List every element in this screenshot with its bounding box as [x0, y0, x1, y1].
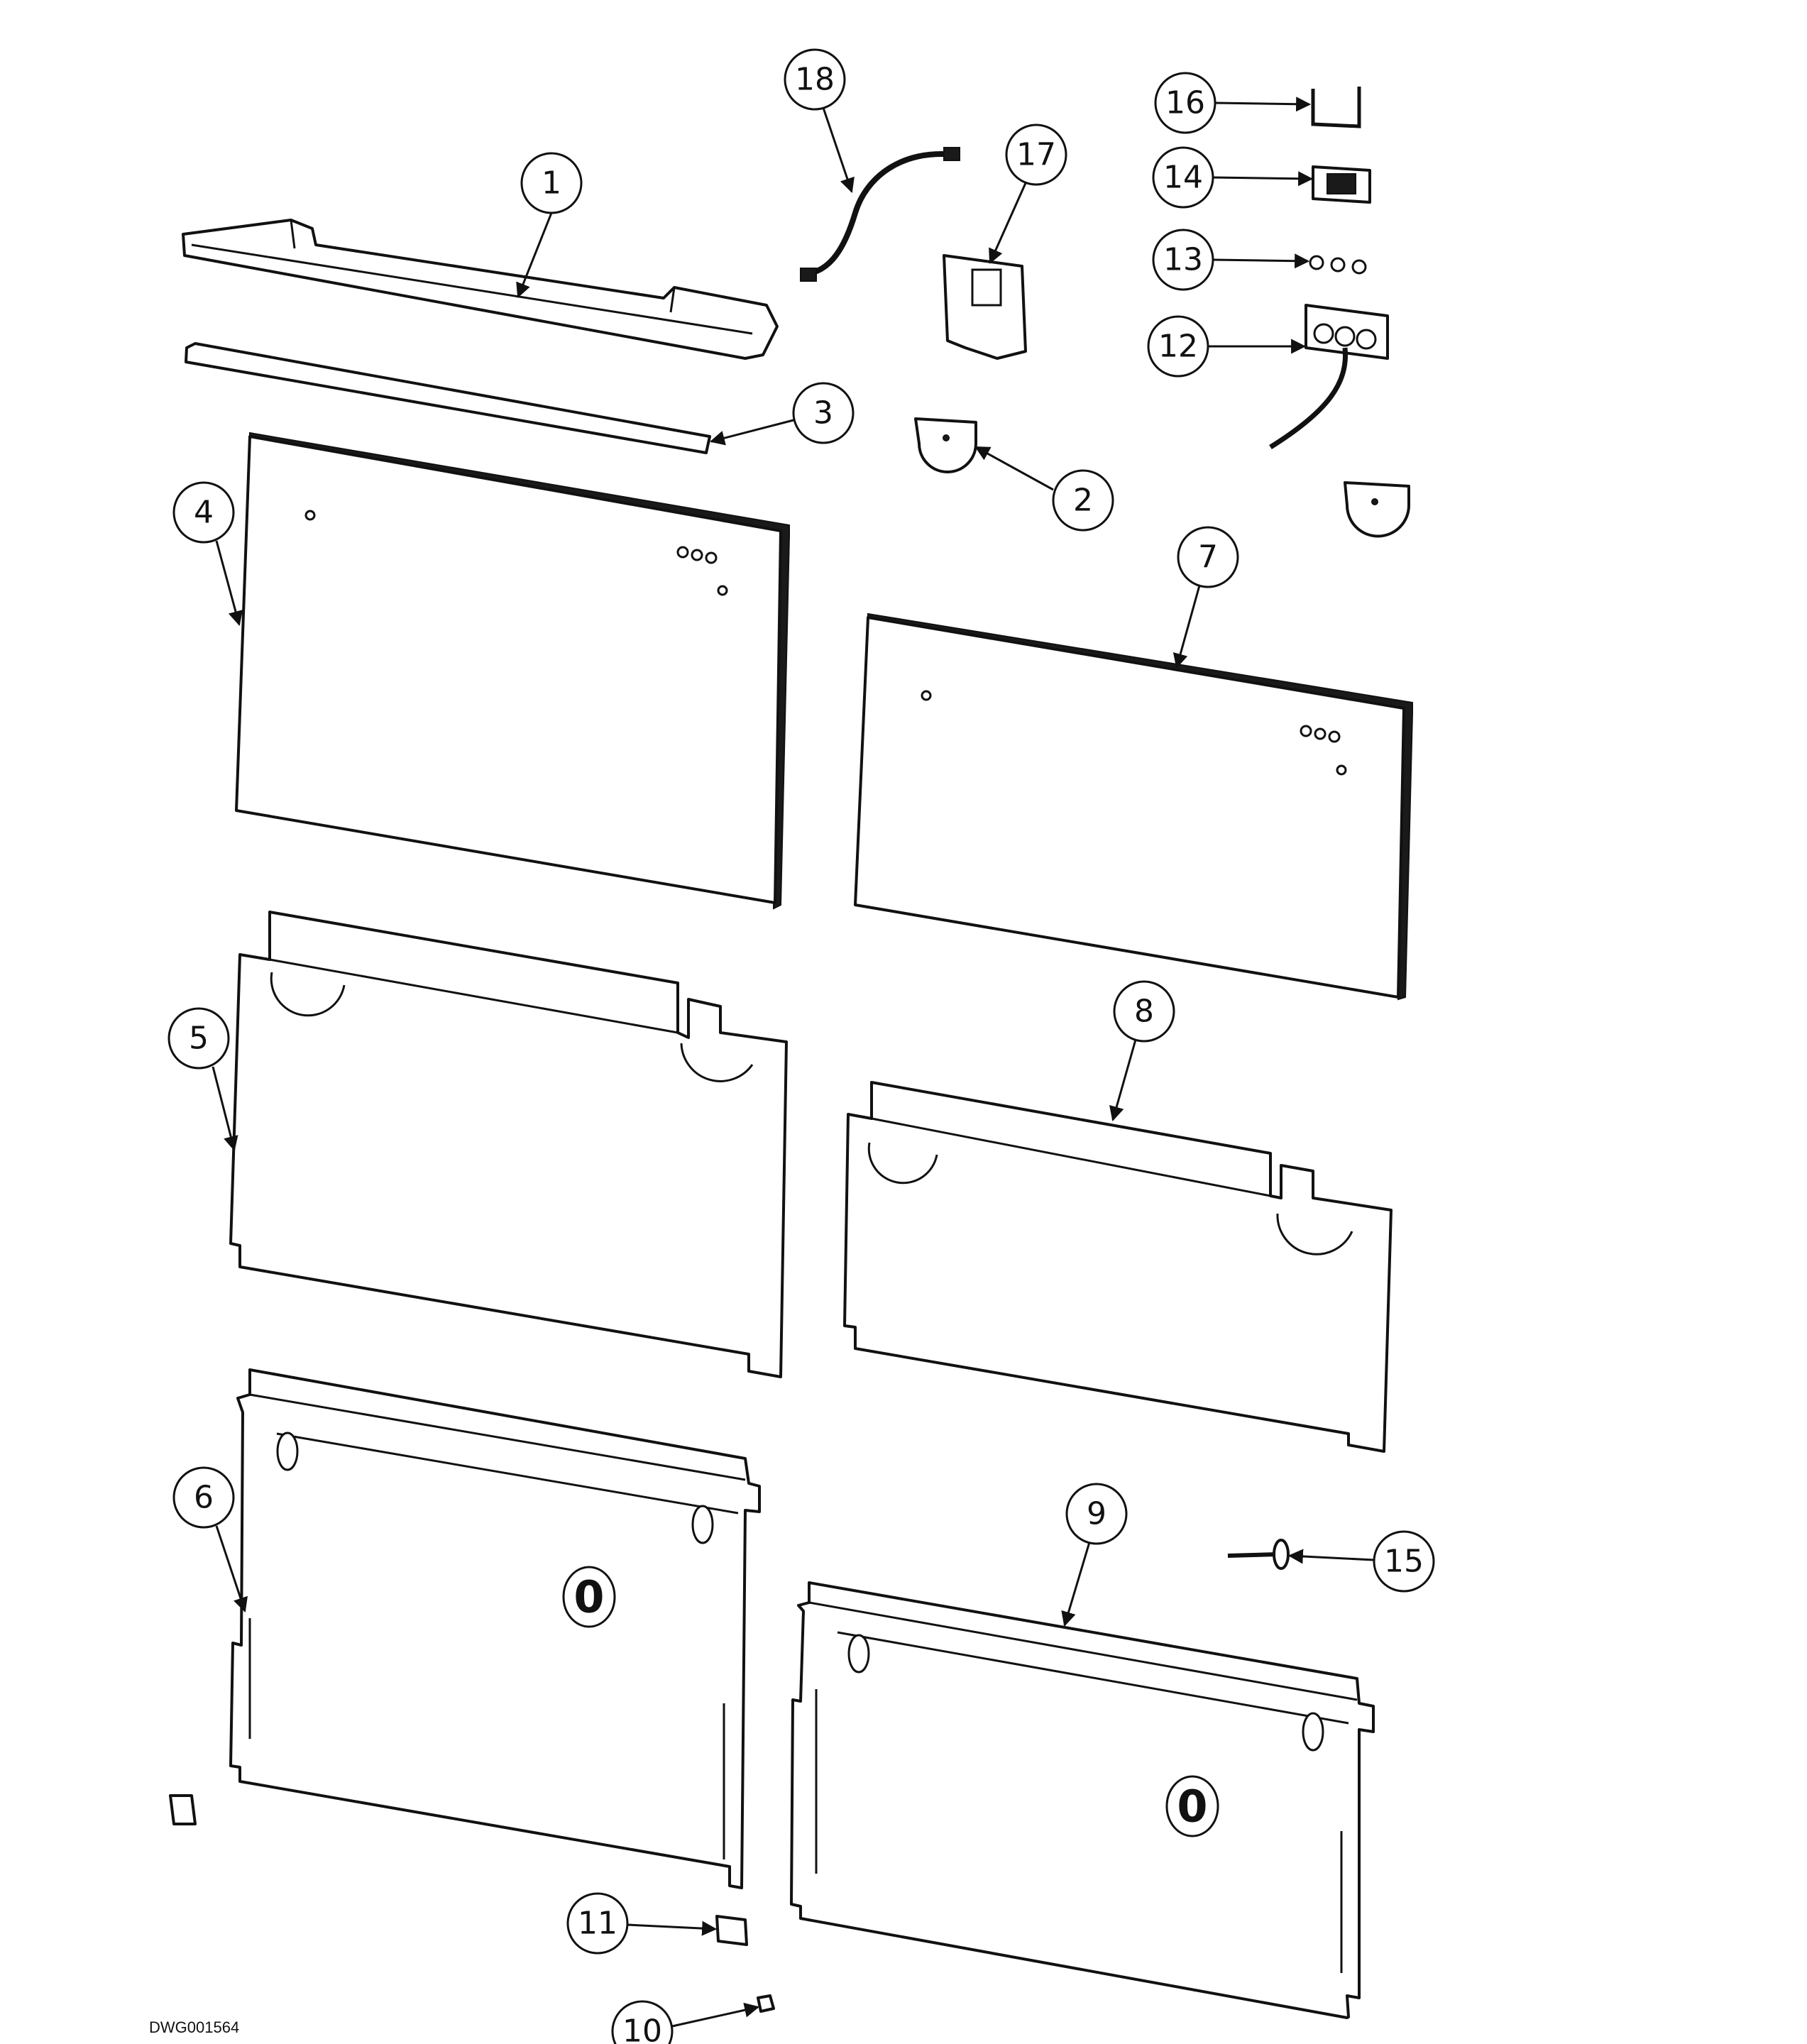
- part-16-clip: [1311, 87, 1361, 128]
- callout-16: 16: [1154, 72, 1312, 134]
- callout-5: 5: [167, 1007, 238, 1152]
- callout-4: 4: [172, 481, 243, 627]
- panel-9-badge: 0: [1177, 1781, 1207, 1833]
- svg-text:16: 16: [1165, 85, 1205, 121]
- callout-11: 11: [566, 1892, 718, 1955]
- part-6-inner-frame: [229, 1368, 761, 1889]
- callout-8: 8: [1109, 980, 1175, 1122]
- svg-text:4: 4: [194, 495, 214, 531]
- part-3-strip: [185, 342, 711, 454]
- drawing-number: DWG001564: [149, 2018, 240, 2036]
- svg-text:5: 5: [189, 1021, 209, 1057]
- svg-text:17: 17: [1016, 137, 1056, 173]
- svg-text:0: 0: [1177, 1781, 1207, 1833]
- svg-text:11: 11: [578, 1906, 617, 1942]
- svg-text:0: 0: [573, 1571, 604, 1623]
- part-1-handle: [182, 219, 779, 360]
- svg-text:7: 7: [1198, 539, 1218, 576]
- part-7-panel: [854, 612, 1413, 1001]
- part-11-latch: [169, 1794, 748, 1946]
- part-9-inner-frame: [790, 1581, 1375, 2019]
- callout-2: 2: [974, 446, 1114, 532]
- callout-3: 3: [709, 382, 855, 446]
- svg-text:1: 1: [542, 165, 561, 202]
- callout-15: 15: [1287, 1530, 1435, 1593]
- svg-text:8: 8: [1134, 994, 1154, 1030]
- part-4-front-panel: [235, 432, 790, 910]
- part-13-knob-set: [1309, 255, 1367, 275]
- part-17-control-bracket: [943, 254, 1027, 360]
- part-8-insulation-board: [843, 1081, 1393, 1453]
- callout-14: 14: [1152, 146, 1314, 209]
- svg-text:10: 10: [622, 2013, 662, 2044]
- svg-text:14: 14: [1163, 160, 1203, 196]
- part-15-screw: [1227, 1539, 1290, 1570]
- panel-6-badge: 0: [573, 1571, 604, 1623]
- callout-1: 1: [516, 152, 583, 298]
- svg-text:2: 2: [1073, 483, 1093, 519]
- part-18-wire-harness: [800, 147, 960, 282]
- part-10-pin: [757, 1994, 775, 2013]
- svg-text:18: 18: [795, 62, 835, 98]
- callout-12: 12: [1147, 315, 1307, 378]
- part-12-switch-plate: [1269, 304, 1389, 449]
- svg-text:3: 3: [813, 395, 833, 432]
- callout-7: 7: [1172, 526, 1239, 669]
- svg-text:6: 6: [194, 1480, 214, 1516]
- svg-text:13: 13: [1163, 242, 1203, 278]
- part-5-insulation-board: [229, 911, 788, 1378]
- part-2-cap: [914, 417, 1410, 538]
- callout-10: 10: [611, 2000, 760, 2044]
- callout-18: 18: [784, 48, 855, 193]
- callout-9: 9: [1061, 1483, 1128, 1627]
- callout-17: 17: [989, 123, 1067, 264]
- part-14-switch: [1312, 165, 1371, 204]
- svg-text:12: 12: [1158, 329, 1198, 365]
- callout-6: 6: [172, 1466, 248, 1612]
- svg-text:15: 15: [1384, 1544, 1424, 1580]
- svg-text:9: 9: [1087, 1496, 1106, 1532]
- callout-13: 13: [1152, 229, 1310, 291]
